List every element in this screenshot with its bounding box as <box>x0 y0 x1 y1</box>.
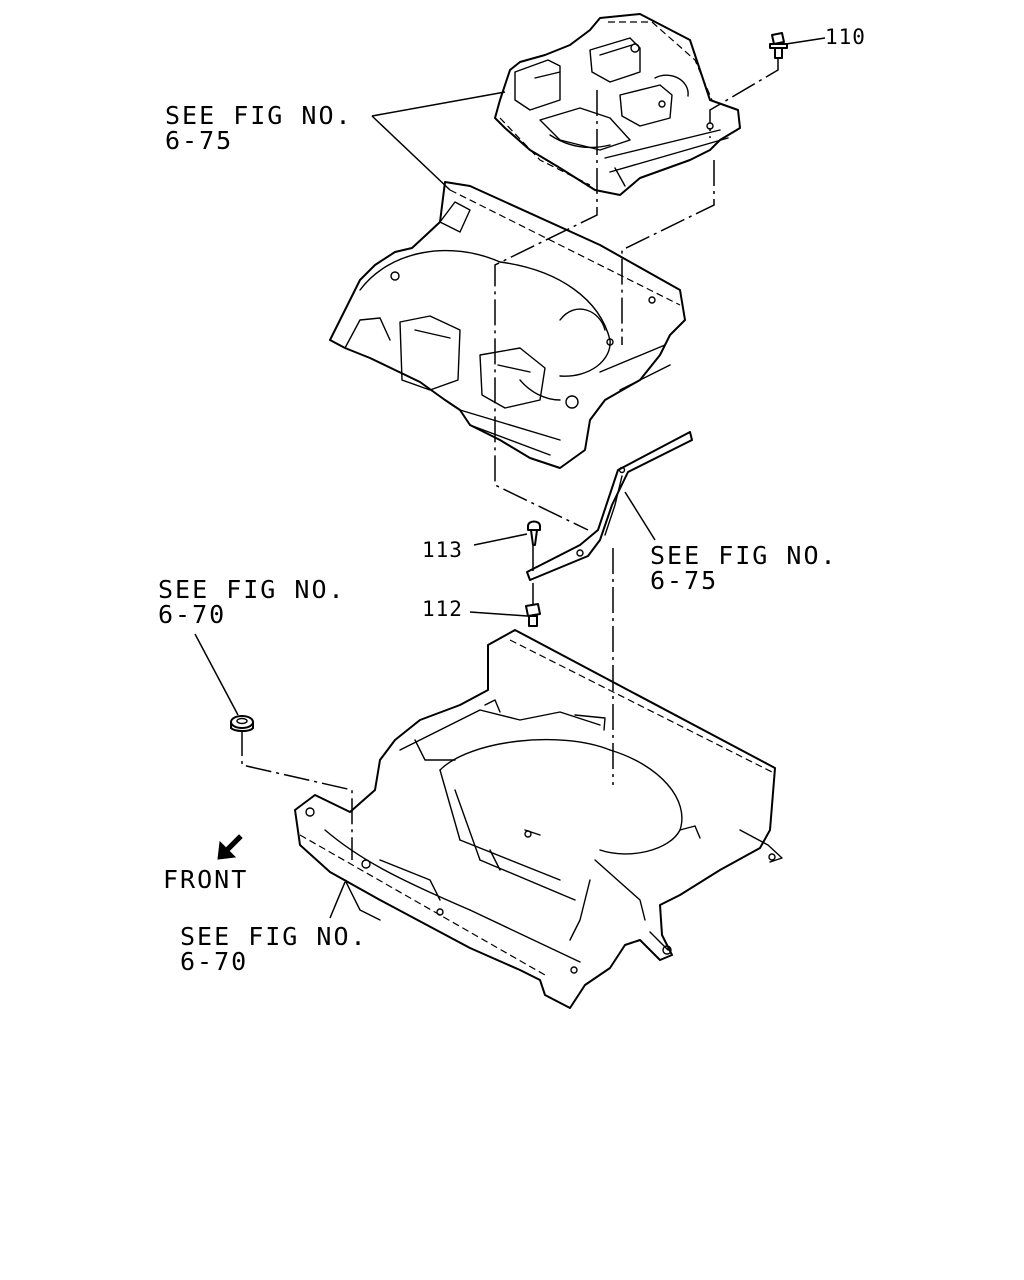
reference-label-line1: SEE FIG NO. <box>650 541 838 570</box>
reference-label-line2: 6-75 <box>165 126 233 155</box>
reference-label-line1: SEE FIG NO. <box>158 575 346 604</box>
leader-lines <box>194 37 826 919</box>
front-direction-label: FRONT <box>163 865 248 894</box>
reference-label-line1: SEE FIG NO. <box>165 101 353 130</box>
part-number-110: 110 <box>825 25 866 49</box>
crossmember-bracket <box>526 431 693 581</box>
rear-floor-panel <box>294 629 783 1009</box>
clip-icon-113 <box>527 520 541 546</box>
reference-label-line2: 6-75 <box>650 566 718 595</box>
front-arrow-icon <box>217 834 243 860</box>
reference-label-line2: 6-70 <box>158 600 226 629</box>
bolt-icon-110 <box>769 32 788 59</box>
reference-label-line2: 6-70 <box>180 947 248 976</box>
part-number-112: 112 <box>422 597 463 621</box>
reference-label-line1: SEE FIG NO. <box>180 922 368 951</box>
center-floor-panel <box>329 181 686 469</box>
upper-floor-panel <box>494 13 741 196</box>
assembly-lines <box>241 58 779 860</box>
part-number-113: 113 <box>422 538 463 562</box>
grommet-icon <box>230 715 254 732</box>
clip-icon-112 <box>525 603 541 627</box>
